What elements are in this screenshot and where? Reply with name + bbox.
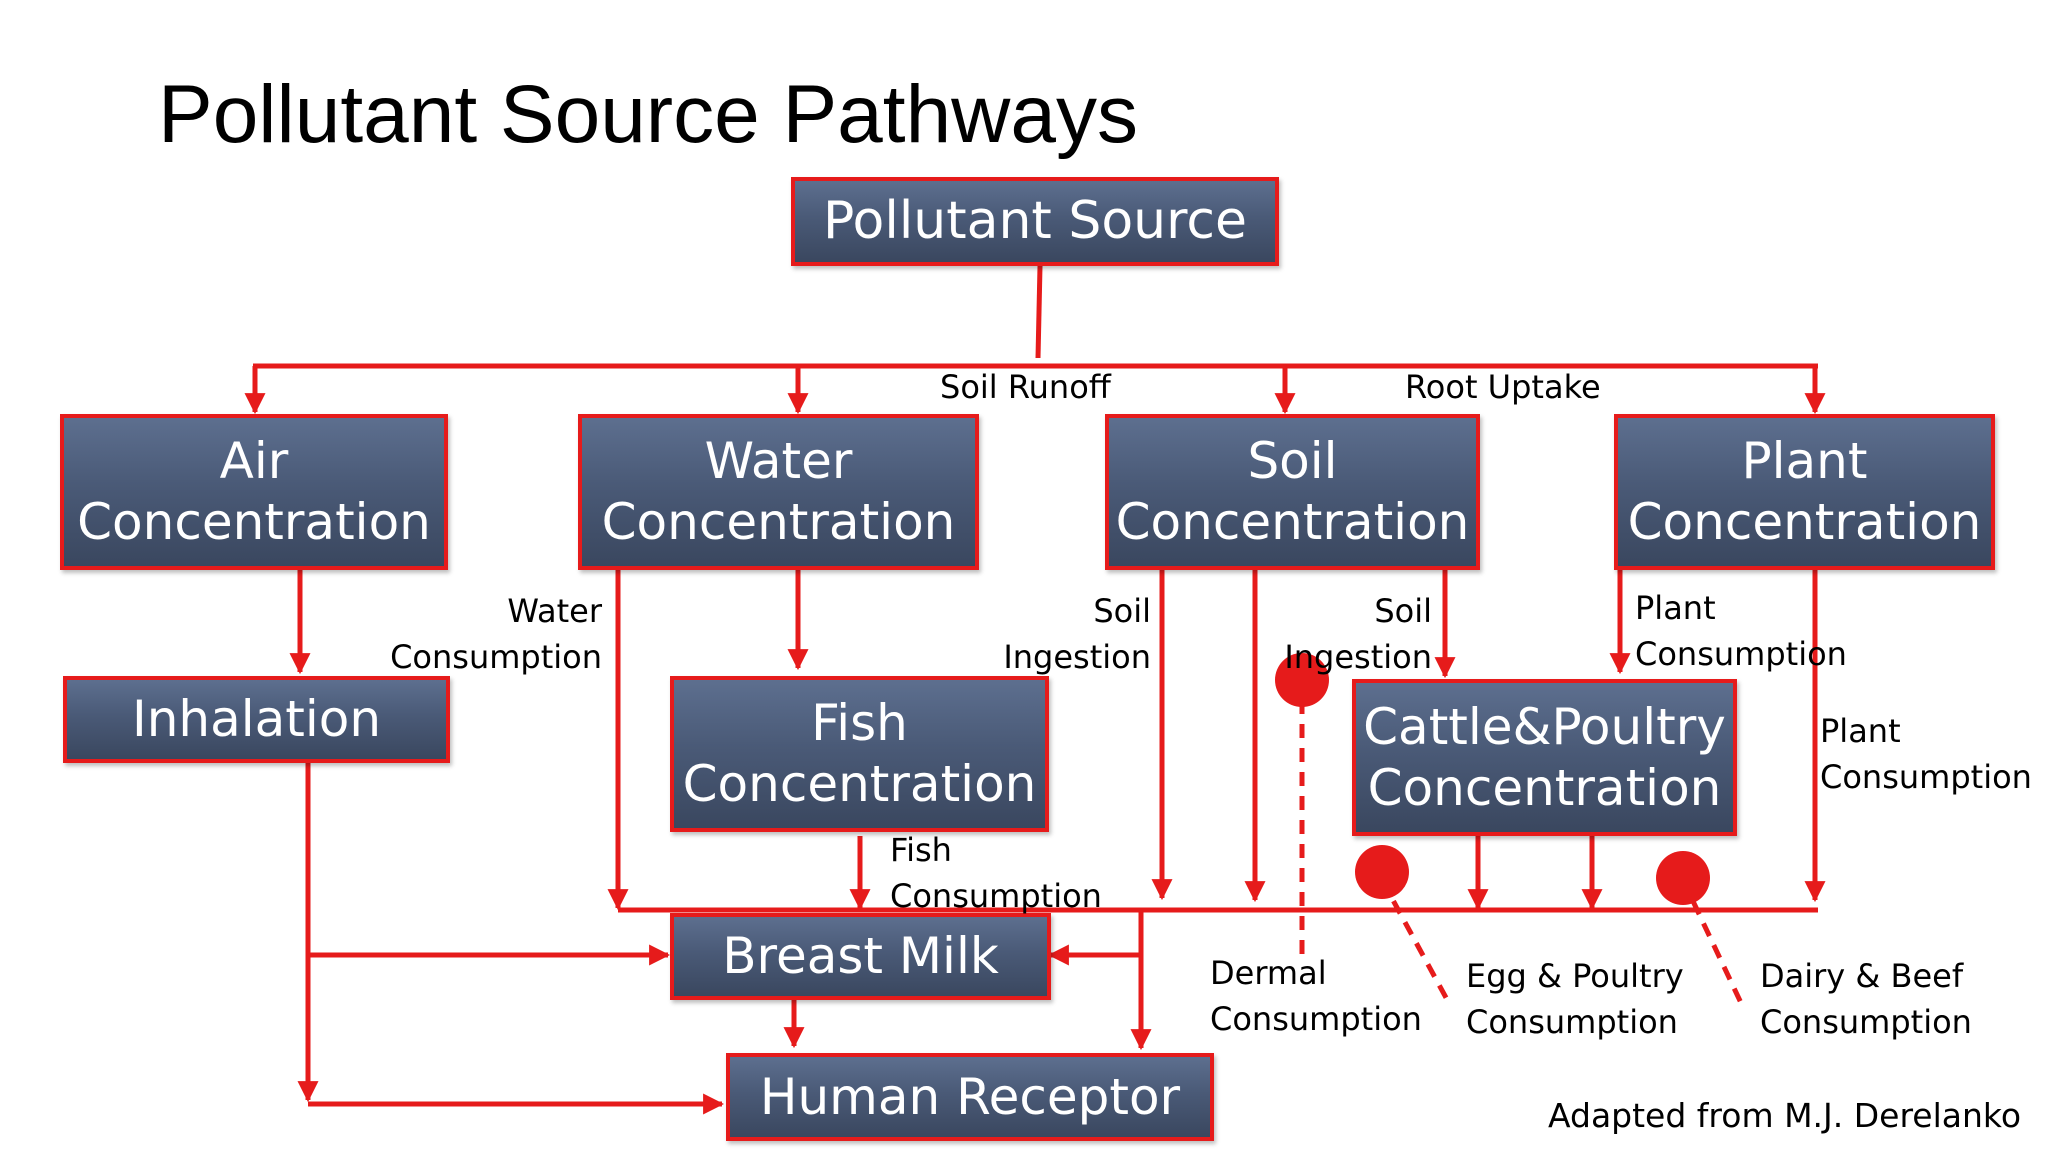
fish-label: Fish (811, 694, 908, 752)
label-soil-ingestion-2: Soil Ingestion (1284, 592, 1432, 676)
plant-concentration-box: Plant Concentration (1614, 414, 1995, 570)
label-egg-poultry-consumption: Egg & Poultry Consumption (1466, 957, 1684, 1041)
connector-source-trunk (1035, 265, 1043, 359)
page-title: Pollutant Source Pathways (158, 69, 1138, 160)
soil-concentration-box: Soil Concentration (1105, 414, 1480, 570)
inhalation-label: Inhalation (131, 690, 382, 748)
air-concentration-label: Concentration (77, 493, 431, 551)
pollutant-source-box: Pollutant Source (791, 177, 1279, 266)
water-concentration-label: Concentration (601, 493, 956, 551)
water-label: Water (704, 432, 853, 490)
human-receptor-label: Human Receptor (759, 1067, 1181, 1126)
label-dairy-beef-consumption: Dairy & Beef Consumption (1760, 957, 1972, 1041)
water-concentration-box: Water Concentration (578, 414, 979, 570)
breast-milk-label: Breast Milk (722, 927, 999, 985)
fish-concentration-label: Concentration (682, 755, 1037, 813)
label-water-consumption: Water Consumption (390, 592, 602, 676)
soil-label: Soil (1247, 432, 1338, 490)
cattle-poultry-concentration-box: Cattle&Poultry Concentration (1352, 679, 1737, 836)
label-plant-consumption-1: Plant Consumption (1635, 589, 1847, 673)
breast-milk-box: Breast Milk (670, 913, 1051, 1000)
cattle-concentration-label: Concentration (1367, 758, 1722, 817)
plant-label: Plant (1741, 432, 1868, 490)
air-concentration-box: Air Concentration (60, 414, 448, 570)
plant-concentration-label: Concentration (1627, 493, 1982, 551)
marker-dot-dermal (1275, 653, 1329, 707)
marker-dot-dairy-beef (1656, 851, 1710, 905)
label-dermal-consumption: Dermal Consumption (1210, 954, 1422, 1038)
human-receptor-box: Human Receptor (726, 1053, 1214, 1141)
cattle-label: Cattle&Poultry (1363, 697, 1726, 756)
label-root-uptake: Root Uptake (1405, 368, 1601, 406)
label-plant-consumption-2: Plant Consumption (1820, 712, 2032, 796)
source-credit: Adapted from M.J. Derelanko (1548, 1096, 2022, 1135)
label-fish-consumption: Fish Consumption (890, 831, 1102, 915)
soil-concentration-label: Concentration (1115, 493, 1470, 551)
label-soil-runoff: Soil Runoff (940, 368, 1111, 406)
inhalation-box: Inhalation (63, 676, 450, 763)
label-soil-ingestion-1: Soil Ingestion (1003, 592, 1151, 676)
marker-dot-egg-poultry (1355, 845, 1409, 899)
air-label: Air (219, 432, 289, 490)
pollutant-source-label: Pollutant Source (823, 190, 1247, 251)
fish-concentration-box: Fish Concentration (670, 676, 1049, 832)
